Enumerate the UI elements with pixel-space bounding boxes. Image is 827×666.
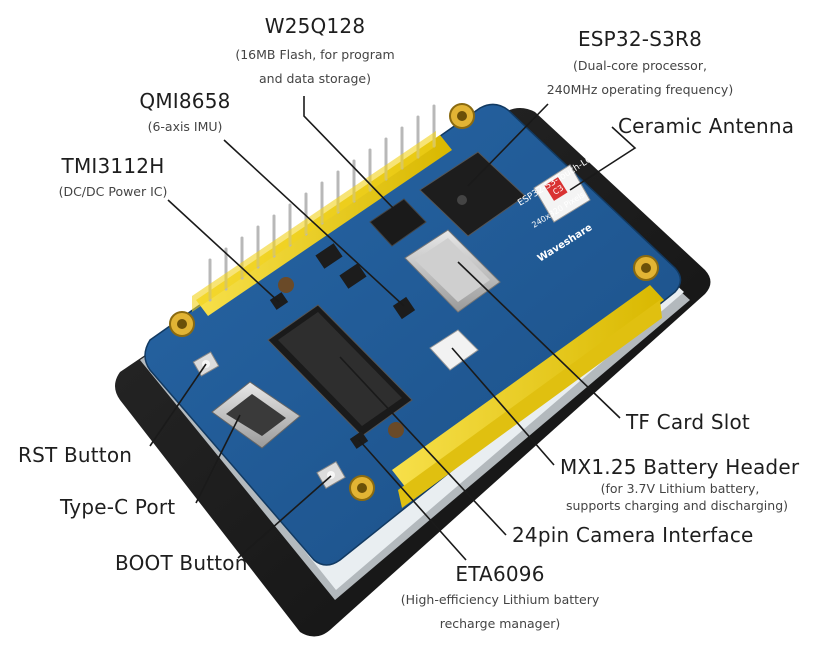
right-pin-header	[392, 285, 664, 508]
esp32-title: ESP32-S3R8	[577, 27, 703, 51]
w25q128-line	[303, 96, 396, 211]
camera-title: 24pin Camera Interface	[512, 523, 754, 547]
boot-line	[237, 475, 332, 559]
esp32-desc-2: 240MHz operating frequency)	[546, 82, 734, 97]
mx125-line	[451, 347, 555, 466]
tf-card-slot	[404, 229, 501, 313]
rst-line	[149, 363, 207, 447]
inductor	[278, 277, 294, 293]
tf-card-line	[457, 261, 621, 419]
qmi8658-desc: (6-axis IMU)	[147, 119, 223, 134]
antenna-line	[569, 126, 637, 191]
camera-line	[339, 356, 507, 536]
tmi3112h-desc: (DC/DC Power IC)	[58, 184, 168, 199]
eta6096-desc-2: recharge manager)	[439, 616, 561, 631]
tmi3112h-line	[167, 199, 280, 303]
ceramic-antenna	[533, 164, 591, 223]
eta6096-desc-1: (High-efficiency Lithium battery	[400, 592, 600, 607]
w25q128-desc-2: and data storage)	[259, 71, 371, 86]
imu-chip	[392, 296, 416, 320]
left-pin-header	[192, 104, 452, 316]
type-c-title: Type-C Port	[60, 495, 176, 519]
mx125-title: MX1.25 Battery Header	[560, 455, 800, 479]
w25q128-title: W25Q128	[264, 14, 366, 38]
tmi3112h-title: TMI3112H	[61, 154, 165, 178]
eta6096-title: ETA6096	[455, 562, 545, 586]
qmi8658-title: QMI8658	[139, 89, 231, 113]
type-c-port	[211, 381, 301, 449]
mx125-desc-2: supports charging and discharging)	[565, 498, 788, 513]
camera-connector	[267, 304, 413, 437]
pcb-board	[144, 103, 682, 566]
w25q128-desc-1: (16MB Flash, for program	[235, 47, 395, 62]
esp32-chip	[419, 151, 526, 237]
tf-card-title: TF Card Slot	[626, 410, 750, 434]
esp32-desc-1: (Dual-core processor,	[573, 58, 707, 73]
ceramic-antenna-title: Ceramic Antenna	[618, 114, 795, 138]
esp32-line	[467, 103, 549, 187]
boot-button-title: BOOT Button	[115, 551, 248, 575]
callout-lines	[149, 96, 637, 561]
qmi8658-line	[223, 139, 405, 307]
mx125-desc-1: (for 3.7V Lithium battery,	[600, 481, 760, 496]
eta6096-line	[358, 439, 467, 561]
rst-button-title: RST Button	[18, 443, 133, 467]
type-c-line	[195, 414, 241, 504]
